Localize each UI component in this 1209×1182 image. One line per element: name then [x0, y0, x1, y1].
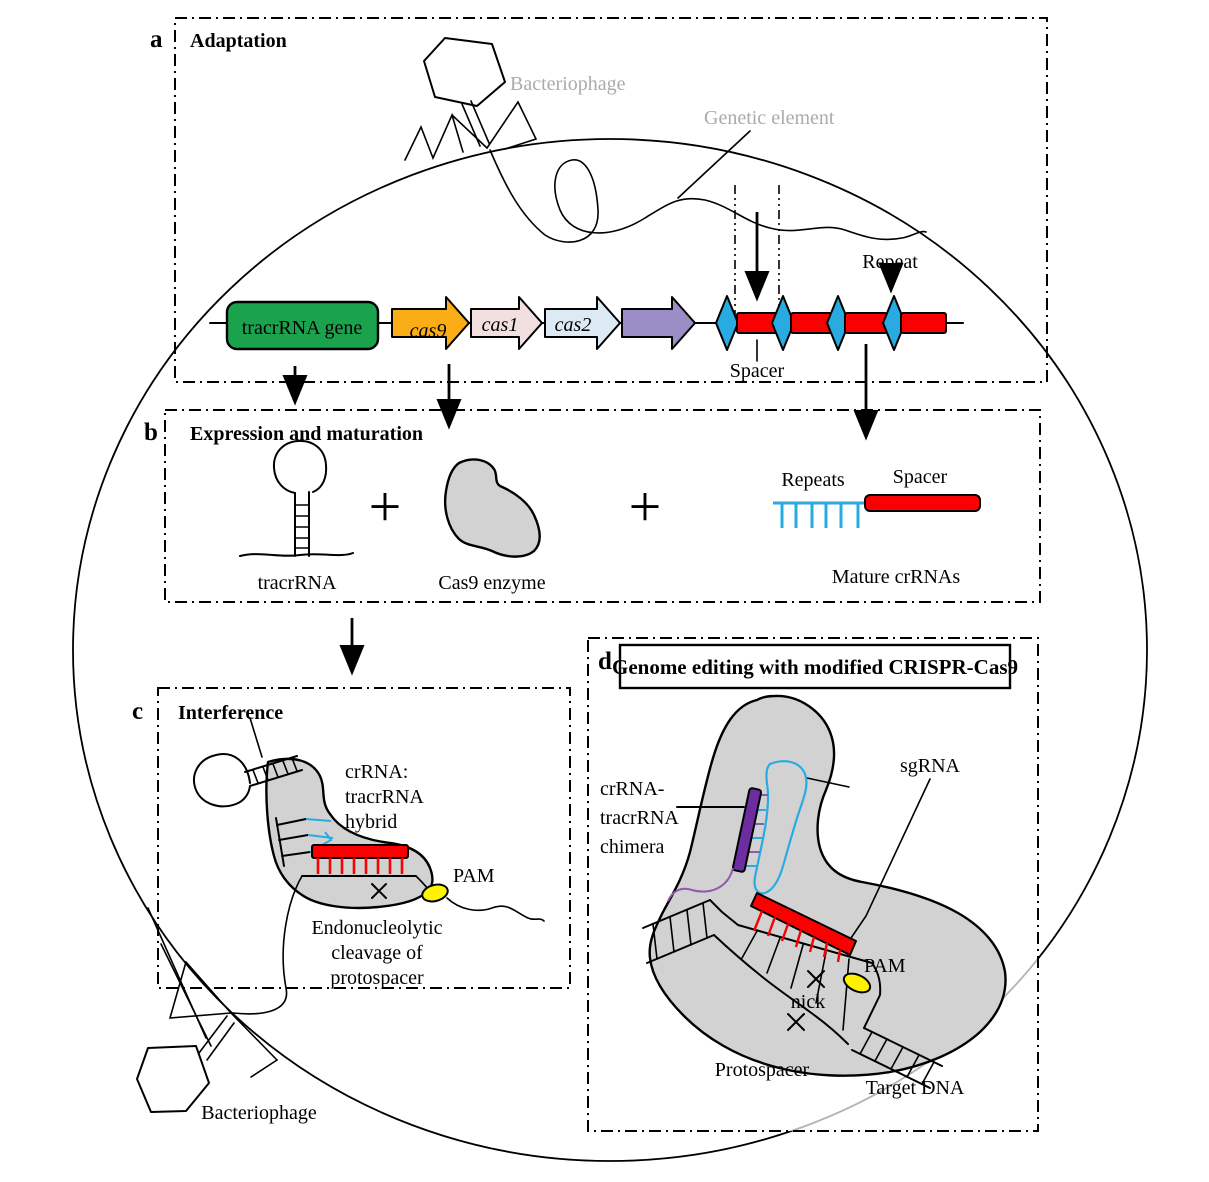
- panel-c-letter: c: [132, 698, 143, 725]
- spacer-block: [790, 312, 833, 334]
- cas-extra-gene-arrow: [621, 296, 696, 350]
- cas2-gene-arrow: [544, 296, 621, 350]
- plus-icon: +: [629, 474, 662, 539]
- tracrrna-label: tracrRNA: [258, 572, 337, 594]
- nick-label: nick: [791, 991, 825, 1013]
- genetic-element-squiggle: [489, 149, 927, 243]
- chimera-tail: [667, 867, 734, 902]
- panel-b-letter: b: [144, 419, 158, 446]
- sgrna-pointer-lower: [850, 778, 931, 939]
- target-dna-strands: [642, 899, 943, 1089]
- protospacer-label: Protospacer: [715, 1059, 810, 1081]
- tracrrna-gene-box: [225, 300, 380, 351]
- pam-d-label: PAM: [864, 955, 906, 977]
- target-dna-label: Target DNA: [866, 1077, 965, 1099]
- chimera-bar: [731, 787, 763, 873]
- chimera-label-1: crRNA-: [600, 778, 664, 800]
- chimera-label-2: tracrRNA: [600, 807, 679, 829]
- interference-hairpin-icon: [193, 717, 303, 808]
- panel-d-title-box: [618, 643, 1012, 690]
- nick-cross-bottom-icon: [787, 1013, 805, 1031]
- panel-c-border: [157, 687, 571, 989]
- pam-site-d: [842, 972, 872, 994]
- spacer-label: Spacer: [730, 360, 785, 382]
- cas9-enzyme-blob: [444, 458, 541, 558]
- cas9-gene-arrow: [391, 296, 470, 350]
- bacteriophage-top-label: Bacteriophage: [510, 73, 626, 95]
- panel-a-border: [174, 17, 1048, 383]
- bacteriophage-top-icon: [404, 37, 538, 161]
- cas1-gene-arrow: [470, 296, 543, 350]
- panel-a-letter: a: [150, 26, 163, 53]
- panel-b-title: Expression and maturation: [190, 423, 423, 445]
- mature-crrnas-label: Mature crRNAs: [832, 566, 961, 588]
- bacteriophage-bottom-label: Bacteriophage: [201, 1102, 317, 1124]
- bacteriophage-bottom-icon: [136, 907, 278, 1113]
- tracrrna-hairpin-icon: [239, 439, 354, 557]
- hybrid-label-1: crRNA:: [345, 761, 408, 783]
- mature-spacer-bar: [864, 494, 981, 512]
- repeat-diamond: [715, 295, 739, 351]
- cas2-gene-label: cas2: [555, 314, 592, 336]
- panel-d-title: Genome editing with modified CRISPR-Cas9: [612, 655, 1018, 679]
- cleavage-label-2: cleavage of: [331, 942, 423, 964]
- spacer-b-label: Spacer: [893, 466, 948, 488]
- panel-d-border: [587, 637, 1039, 1132]
- genetic-element-label: Genetic element: [704, 107, 835, 129]
- panel-c-title: Interference: [178, 702, 283, 724]
- pam-c-label: PAM: [453, 865, 495, 887]
- cleavage-cross-icon: [371, 883, 387, 899]
- crispr-array: [715, 295, 947, 351]
- chimera-label-3: chimera: [600, 836, 665, 858]
- cas9-enzyme-label: Cas9 enzyme: [438, 572, 545, 594]
- crrna-target-pairing: [301, 844, 429, 890]
- nick-cross-top-icon: [807, 970, 825, 988]
- cas1-gene-label: cas1: [482, 314, 519, 336]
- spacer-block: [844, 312, 888, 334]
- cleavage-label-1: Endonucleolytic: [311, 917, 442, 939]
- hybrid-label-3: hybrid: [345, 811, 397, 833]
- repeats-label: Repeats: [781, 469, 845, 491]
- panel-a-title: Adaptation: [190, 30, 287, 52]
- pam-site-c: [421, 883, 449, 903]
- sgrna-label: sgRNA: [900, 755, 961, 777]
- sgrna-pointer-upper: [806, 777, 850, 788]
- panel-b-border: [164, 409, 1041, 603]
- plus-icon: +: [369, 474, 402, 539]
- spacer-block: [900, 312, 947, 334]
- target-dna-tail-right: [446, 897, 545, 922]
- modified-cas9-blob: [648, 694, 1007, 1077]
- cleavage-label-3: protospacer: [330, 967, 424, 989]
- cas9-gene-label: cas9: [410, 320, 447, 342]
- repeat-label: Repeat: [862, 251, 918, 273]
- hybrid-label-2: tracrRNA: [345, 786, 424, 808]
- panel-d-letter: d: [598, 648, 612, 675]
- sgrna-spacer-pairing: [750, 892, 857, 963]
- cell-boundary-circle: [72, 138, 1148, 1162]
- mature-crrna-icon: [773, 494, 981, 528]
- target-dna-tail-left: [232, 875, 303, 1015]
- genetic-element-pointer-line: [677, 130, 751, 199]
- tracrrna-gene-label: tracrRNA gene: [242, 317, 363, 339]
